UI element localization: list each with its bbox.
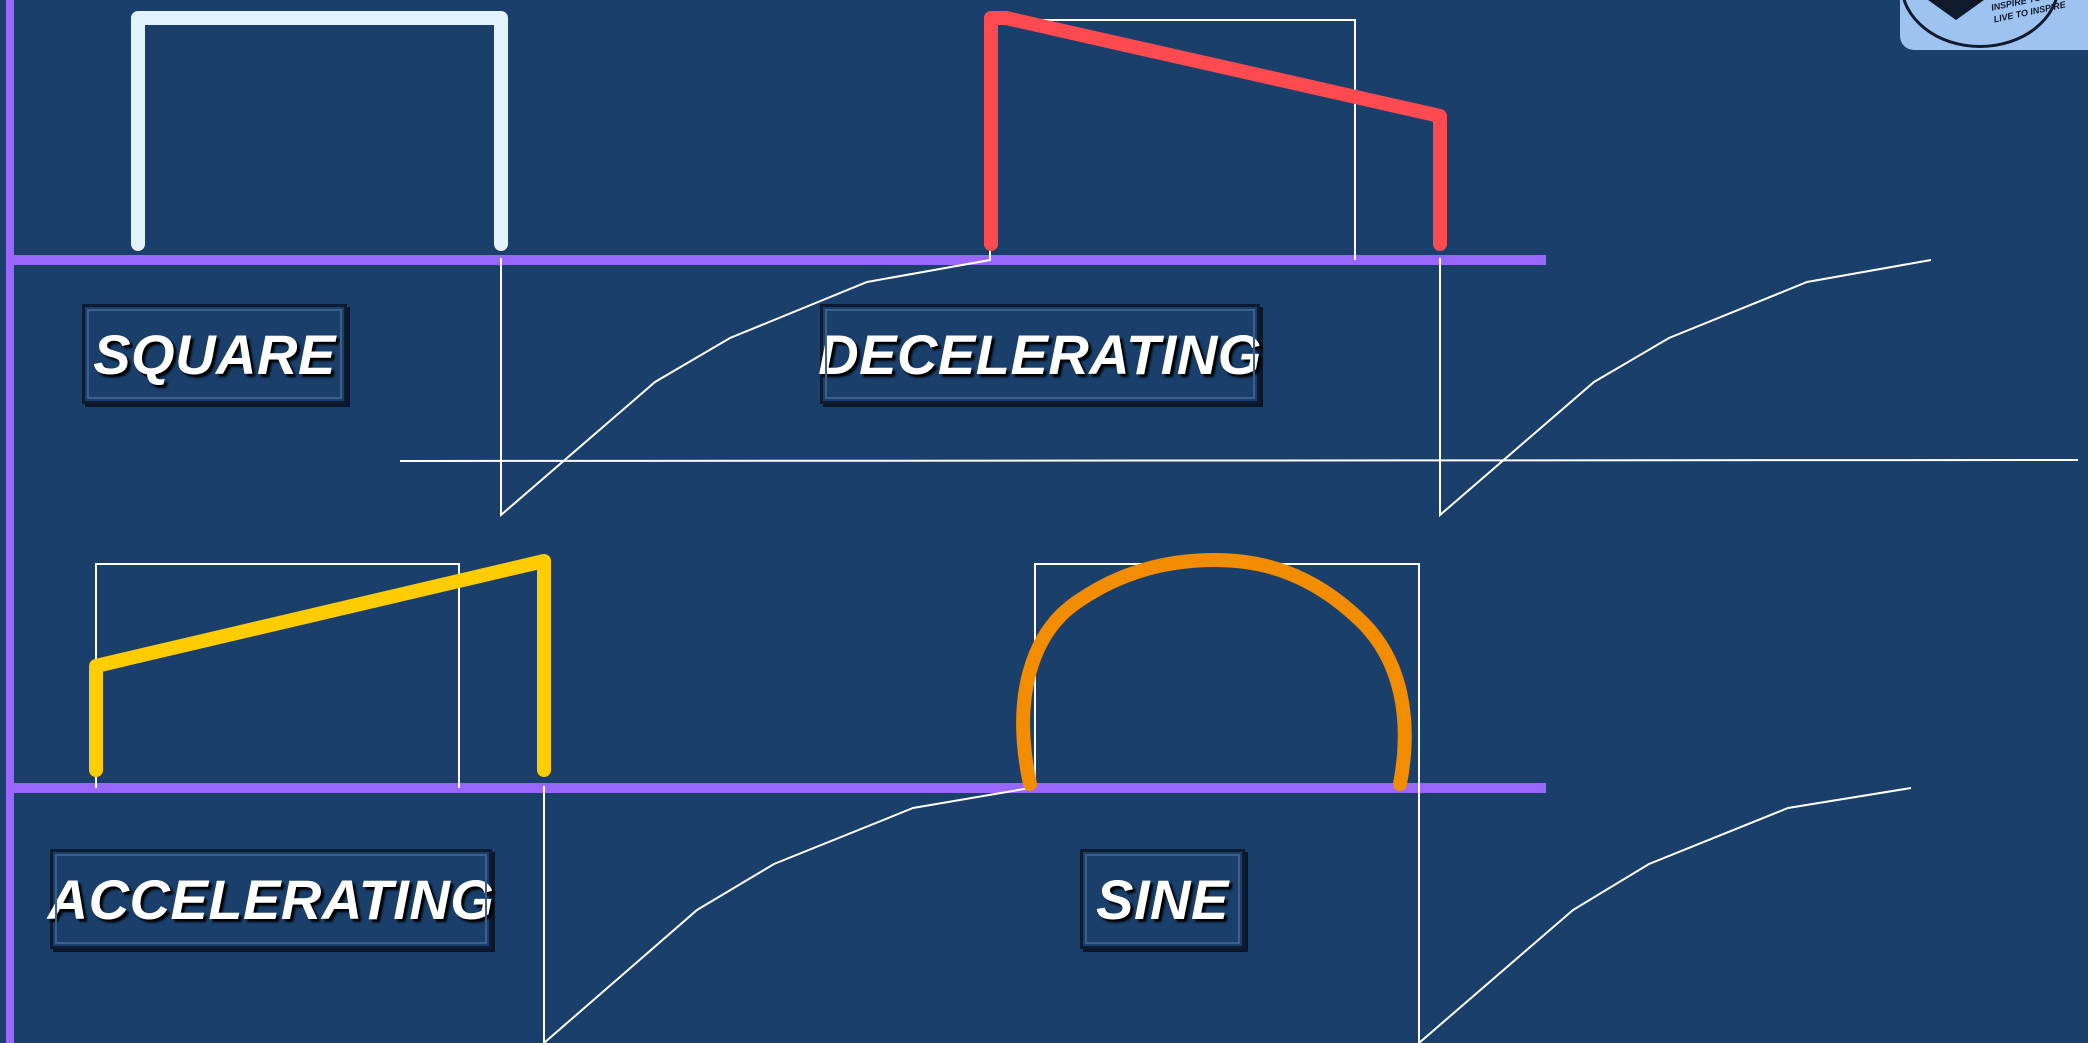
decelerating-label: DECELERATING (818, 322, 1262, 386)
thin-reference-lines (95, 19, 2079, 1043)
accelerating-response-curve (543, 786, 1031, 1043)
logo: INSPIRE TO LIVE LIVE TO INSPIRE (1900, 0, 2088, 50)
sine-label-box: SINE (1080, 849, 1245, 949)
sine-response-curve (1418, 786, 1912, 1043)
accelerating-label-box: ACCELERATING (47, 849, 495, 949)
accelerating-label: ACCELERATING (47, 867, 495, 931)
square-label: SQUARE (93, 322, 336, 386)
sine-pulse-icon (1016, 552, 1412, 791)
square-response-curve (500, 248, 991, 518)
decelerating-outline-box (990, 19, 1356, 260)
sine-label: SINE (1096, 867, 1229, 931)
mid-reference-line (399, 459, 2079, 462)
square-pulse-icon (131, 11, 508, 251)
accelerating-pulse-icon (89, 554, 551, 777)
logo-bird-icon (1928, 0, 1984, 20)
square-label-box: SQUARE (82, 304, 347, 404)
decelerating-response-curve (1439, 258, 1932, 518)
decelerating-pulse-icon (984, 11, 1447, 251)
decelerating-label-box: DECELERATING (818, 304, 1262, 404)
